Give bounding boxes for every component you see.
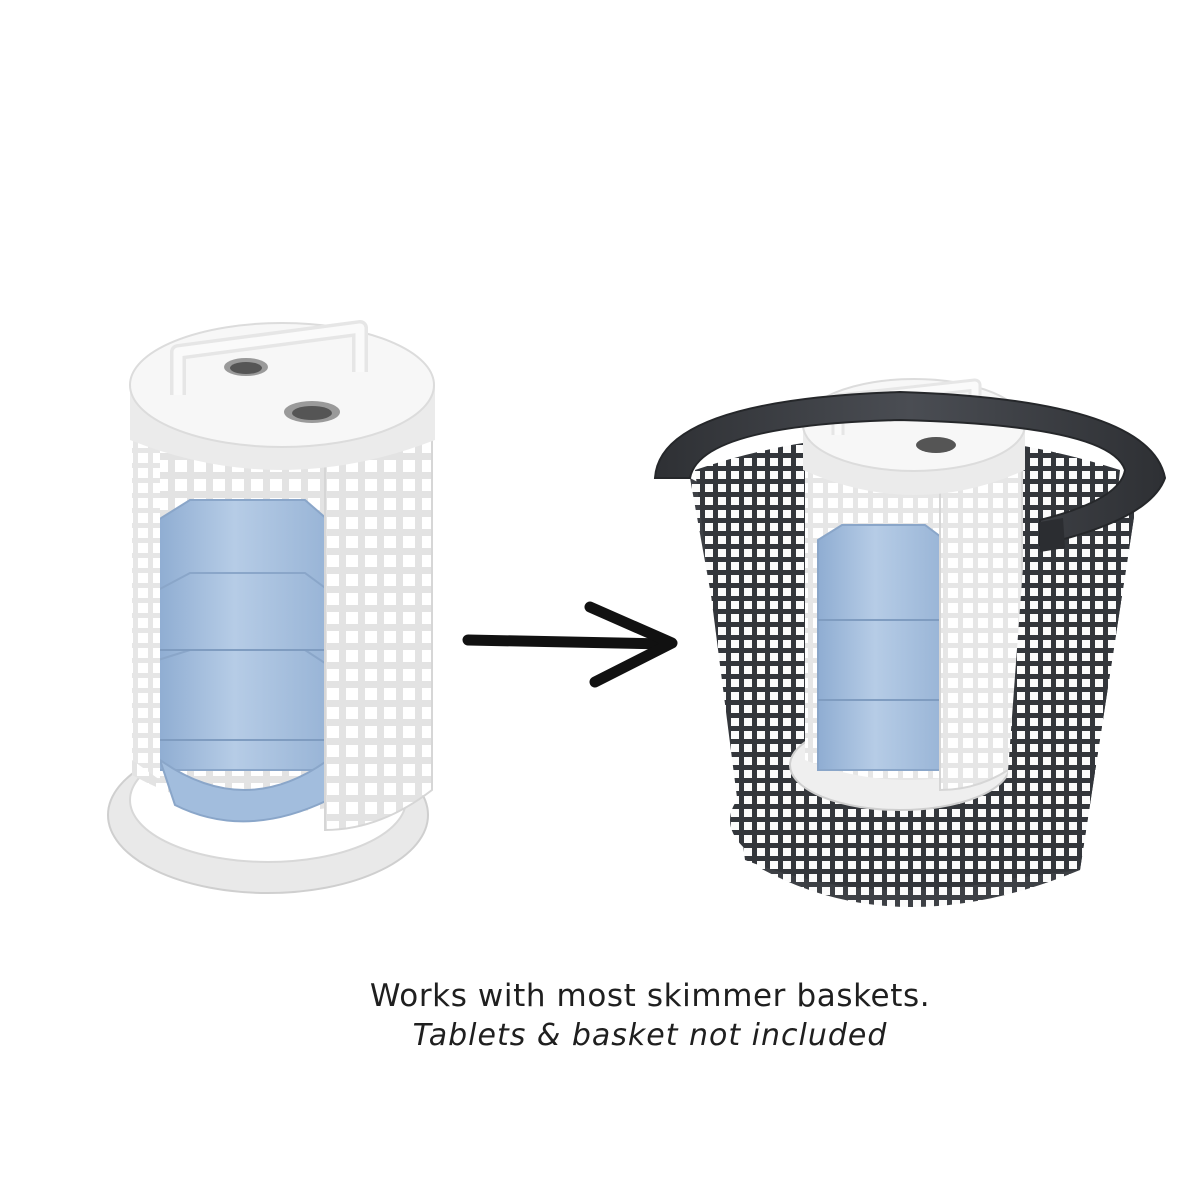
caption: Works with most skimmer baskets. Tablets… — [300, 976, 1000, 1056]
caption-line-disclaimer: Tablets & basket not included — [412, 1018, 888, 1053]
caption-line-compatibility: Works with most skimmer baskets. — [369, 978, 931, 1014]
skimmer-basket-icon — [653, 378, 1167, 908]
tablet-dispenser-icon — [107, 320, 435, 894]
arrow-right-icon — [462, 601, 678, 688]
